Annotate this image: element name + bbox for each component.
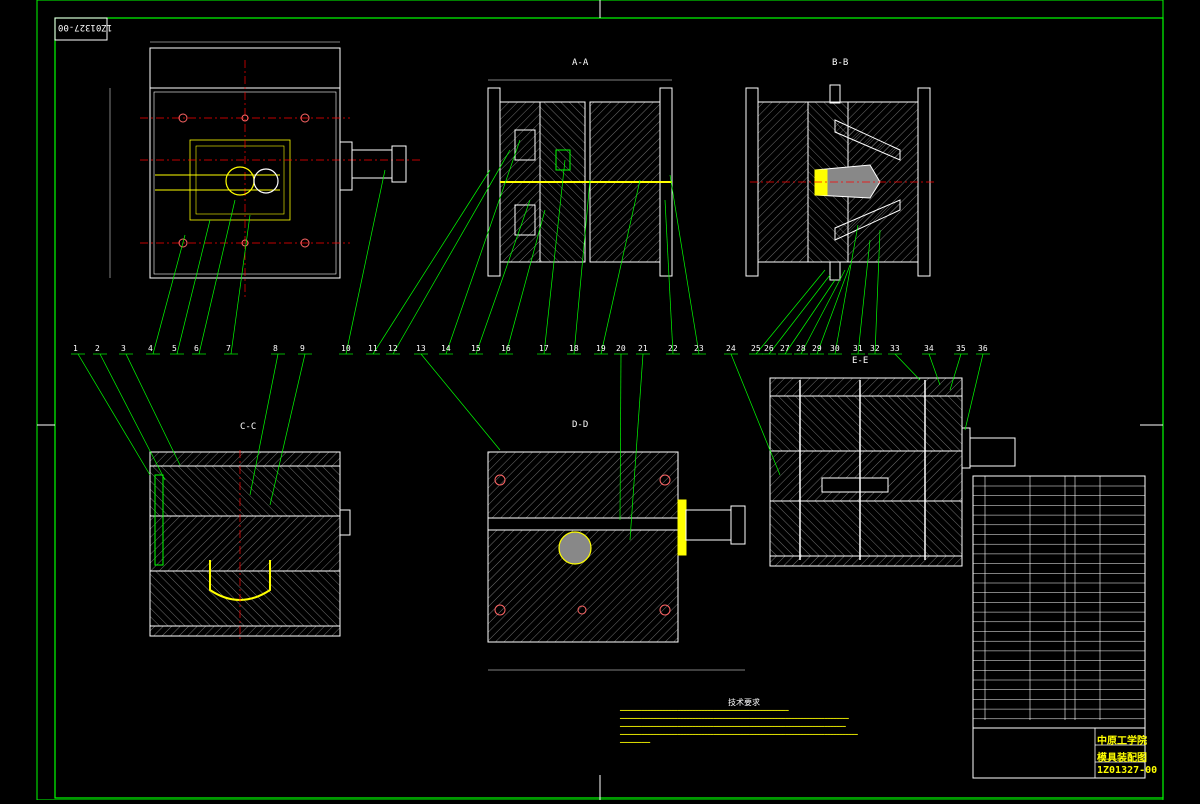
note-line: ━━━━━━━━━━ — [620, 740, 651, 746]
leader-line — [857, 239, 871, 355]
leader-line — [800, 269, 846, 355]
leader-line — [629, 353, 644, 541]
title-code: 1Z01327-00 — [1097, 765, 1158, 776]
balloon-number: 29 — [812, 344, 822, 353]
balloon-number: 21 — [638, 344, 648, 353]
leader-line — [445, 139, 521, 355]
leader-line — [730, 353, 781, 476]
leader-line — [420, 353, 501, 451]
balloon-number: 6 — [194, 344, 199, 353]
balloon-number: 3 — [121, 344, 126, 353]
leader-line — [928, 353, 941, 386]
balloon-number: 4 — [148, 344, 153, 353]
title-block — [972, 475, 1146, 779]
view-title-ee: E-E — [852, 356, 869, 366]
leader-line — [125, 353, 181, 466]
section-dd — [487, 451, 746, 671]
note-line: ━━━━━━━━━━━━━━━━━━━━━━━━━━━━━━━━━━━━━━━━… — [620, 724, 846, 730]
balloon-number: 32 — [870, 344, 880, 353]
leader-line — [230, 214, 251, 355]
leader-line — [77, 353, 151, 476]
leader-line — [669, 174, 700, 355]
balloon-number: 34 — [924, 344, 934, 353]
leader-line — [834, 224, 859, 355]
leader-lines — [71, 139, 990, 541]
balloon-number: 18 — [569, 344, 579, 353]
section-ee — [769, 377, 1016, 567]
note-line: ━━━━━━━━━━━━━━━━━━━━━━━━━━━━━━━━━━━━━━━━… — [620, 732, 858, 738]
leader-line — [573, 179, 591, 355]
section-cc — [149, 450, 351, 640]
balloon-number: 16 — [501, 344, 511, 353]
balloon-number: 14 — [441, 344, 451, 353]
note-line: ━━━━━━━━━━━━━━━━━━━━━━━━━━━━━━━━━━━━━━━━… — [620, 708, 789, 714]
note-line: ━━━━━━━━━━━━━━━━━━━━━━━━━━━━━━━━━━━━━━━━… — [620, 716, 849, 722]
balloon-number: 15 — [471, 344, 481, 353]
leader-line — [949, 353, 962, 391]
balloon-number: 10 — [341, 344, 351, 353]
leader-line — [505, 209, 546, 355]
balloon-number: 31 — [853, 344, 863, 353]
balloon-number: 25 — [751, 344, 761, 353]
title-school: 中原工学院 — [1097, 736, 1147, 747]
title-drawing-name: 模具装配图 — [1097, 753, 1147, 764]
leader-line — [619, 353, 622, 521]
leader-line — [664, 199, 674, 355]
leader-line — [964, 353, 984, 431]
balloon-number: 1 — [73, 344, 78, 353]
leader-line — [392, 149, 511, 355]
balloon-number: 28 — [796, 344, 806, 353]
leader-line — [874, 229, 881, 355]
balloon-number: 12 — [388, 344, 398, 353]
balloon-number: 9 — [300, 344, 305, 353]
balloon-number: 24 — [726, 344, 736, 353]
view-title-dd: D-D — [572, 420, 589, 430]
leader-line — [816, 264, 851, 355]
balloon-number: 26 — [764, 344, 774, 353]
balloon-number: 23 — [694, 344, 704, 353]
balloon-number: 33 — [890, 344, 900, 353]
leader-line — [894, 353, 921, 381]
view-title-aa: A-A — [572, 58, 589, 68]
drawing-number-box — [54, 17, 108, 41]
balloon-number: 22 — [668, 344, 678, 353]
balloon-number: 5 — [172, 344, 177, 353]
leader-line — [269, 353, 306, 506]
balloon-number: 17 — [539, 344, 549, 353]
view-title-bb: B-B — [832, 58, 849, 68]
plan-view — [109, 41, 420, 300]
leader-line — [249, 353, 279, 496]
technical-notes-title: 技术要求 — [728, 698, 760, 707]
balloon-number: 30 — [830, 344, 840, 353]
leader-line — [99, 353, 166, 481]
balloon-number: 2 — [95, 344, 100, 353]
drawing-number: 1Z01327-00 — [58, 22, 113, 32]
balloon-number: 36 — [978, 344, 988, 353]
balloon-number: 13 — [416, 344, 426, 353]
balloon-number: 11 — [368, 344, 378, 353]
balloon-number: 19 — [596, 344, 606, 353]
view-title-cc: C-C — [240, 422, 257, 432]
leader-line — [345, 169, 386, 355]
balloon-number: 20 — [616, 344, 626, 353]
section-bb — [745, 84, 935, 281]
leader-line — [372, 169, 491, 355]
leader-line — [600, 179, 641, 355]
balloon-number: 27 — [780, 344, 790, 353]
balloon-number: 8 — [273, 344, 278, 353]
leader-line — [543, 159, 566, 355]
leader-line — [198, 199, 236, 355]
leader-line — [176, 219, 211, 355]
leader-line — [768, 274, 831, 355]
leader-line — [755, 269, 826, 355]
leader-line — [784, 279, 836, 355]
balloon-number: 35 — [956, 344, 966, 353]
balloon-number: 7 — [226, 344, 231, 353]
section-aa — [487, 79, 673, 277]
leader-line — [152, 234, 186, 355]
leader-line — [475, 199, 531, 355]
